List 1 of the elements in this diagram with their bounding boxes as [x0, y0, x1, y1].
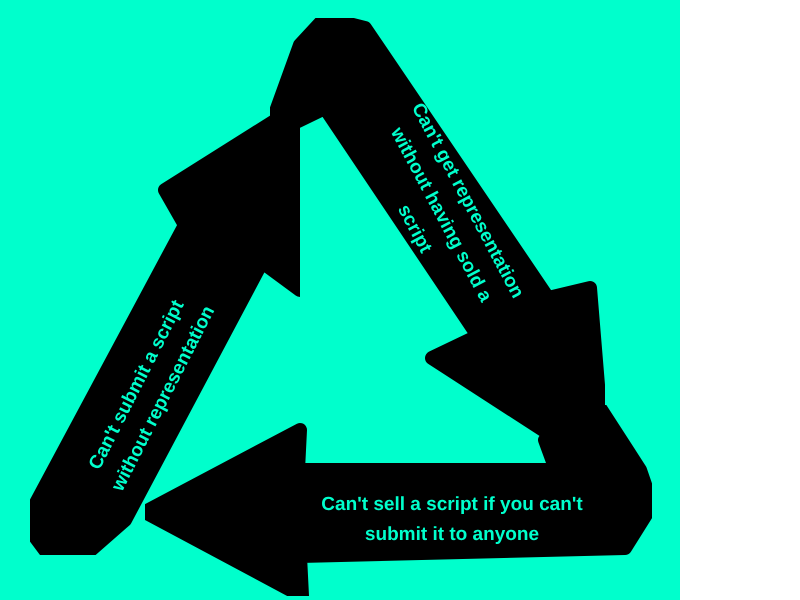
arrow-text: Can't sell a script if you can't submit it to anyone — [320, 493, 584, 547]
